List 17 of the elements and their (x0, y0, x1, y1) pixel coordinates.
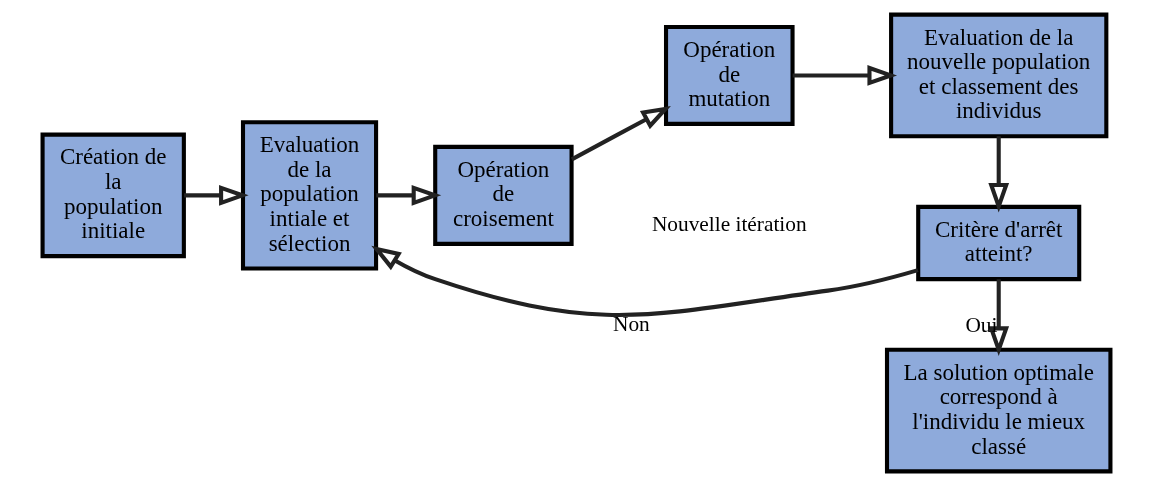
node-box: La solution optimale correspond à l'individu le mieux classé (884, 347, 1112, 474)
edge-label: Oui (964, 312, 997, 337)
node-box: Evaluation de la population intiale et sélection (240, 120, 378, 271)
arrow (792, 65, 897, 86)
node-box: Opération de croisement (432, 144, 574, 246)
arrow (375, 185, 441, 206)
node-box: Opération de mutation (663, 24, 795, 126)
arrow (370, 245, 919, 317)
arrow (987, 279, 1009, 356)
edge-label: Non (612, 311, 650, 336)
node-box: Création de la population initiale (40, 132, 186, 259)
node-box: Evaluation de la nouvelle population et classement des individus (888, 12, 1108, 139)
arrow (570, 105, 671, 162)
label: Nouvelle itération (651, 211, 807, 236)
node-box: Critère d'arrêt atteint? (915, 204, 1081, 282)
arrow (183, 185, 249, 206)
arrow (987, 136, 1009, 213)
